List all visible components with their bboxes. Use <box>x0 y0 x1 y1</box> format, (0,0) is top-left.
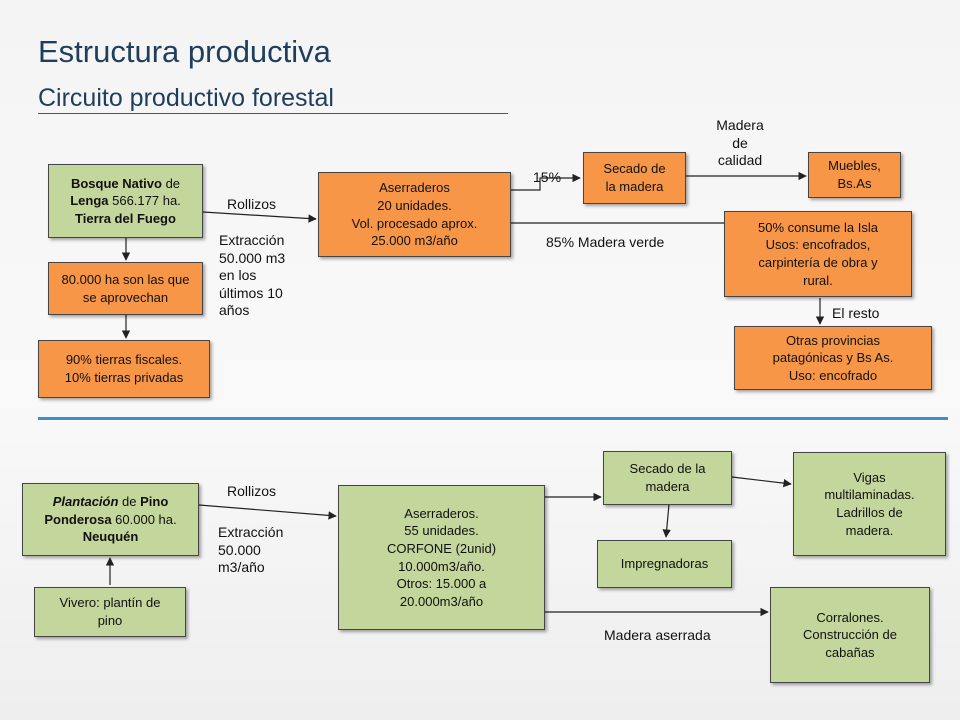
rollizos-label: Rollizos <box>227 196 277 212</box>
page-subtitle: Circuito productivo forestal <box>38 84 334 112</box>
vivero-box: Vivero: plantín de pino <box>34 587 186 637</box>
otras-provincias-box: Otras provincias patagónicas y Bs As. Us… <box>734 326 932 390</box>
aserraderos-box: Aserraderos 20 unidades. Vol. procesado … <box>318 172 511 257</box>
corralones-box: Corralones. Construcción de cabañas <box>770 587 930 683</box>
arrow-aserraderos-secado <box>511 173 581 191</box>
secado-box: Secado de la madera <box>583 152 686 204</box>
madera-aserrada-label: Madera aserrada <box>604 627 711 643</box>
secado-b-box: Secado de la madera <box>603 451 732 505</box>
rollizos-b-label: Rollizos <box>227 483 277 499</box>
plantacion-box: Plantación de Pino Ponderosa 60.000 ha. … <box>22 483 199 556</box>
aserraderos-b-box: Aserraderos. 55 unidades. CORFONE (2unid… <box>338 485 545 630</box>
bosque-nativo-box: Bosque Nativo de Lenga 566.177 ha. Tierr… <box>48 164 203 238</box>
arrow-bosque-aserraderos <box>202 211 317 223</box>
arrow-secado-vigas <box>731 476 792 488</box>
pino-ponderosa-label: Pino Ponderosa <box>44 494 169 527</box>
extraccion-b-label: Extracción 50.000 m3/año <box>218 524 284 575</box>
section-divider <box>38 417 948 420</box>
consume-box: 50% consume la Isla Usos: encofrados, ca… <box>724 211 912 297</box>
bosque-nativo-label: Bosque Nativo <box>70 175 162 191</box>
madera-calidad-label: Madera de calidad <box>716 117 764 168</box>
muebles-box: Muebles, Bs.As <box>808 152 901 198</box>
pct85-label: 85% Madera verde <box>546 234 665 250</box>
title-underline <box>38 113 508 114</box>
neuquen-label: Neuquén <box>82 529 139 545</box>
page-title: Estructura productiva <box>38 34 331 69</box>
lenga-label: Lenga <box>70 193 109 209</box>
arrow-plantacion-aserraderos <box>198 504 337 520</box>
vigas-box: Vigas multilaminadas. Ladrillos de mader… <box>793 452 946 556</box>
el-resto-label: El resto <box>832 305 880 321</box>
aprovechan-box: 80.000 ha son las que se aprovechan <box>48 262 203 315</box>
pct15-label: 15% <box>533 169 562 185</box>
tierra-del-fuego-label: Tierra del Fuego <box>75 210 176 226</box>
plantacion-label: Plantación <box>52 494 119 510</box>
extraccion-label: Extracción 50.000 m3 en los últimos 10 a… <box>219 232 286 318</box>
impregnadoras-box: Impregnadoras <box>597 540 732 588</box>
arrow-secado-impregnadoras <box>662 503 671 538</box>
tierras-box: 90% tierras fiscales. 10% tierras privad… <box>38 340 210 398</box>
